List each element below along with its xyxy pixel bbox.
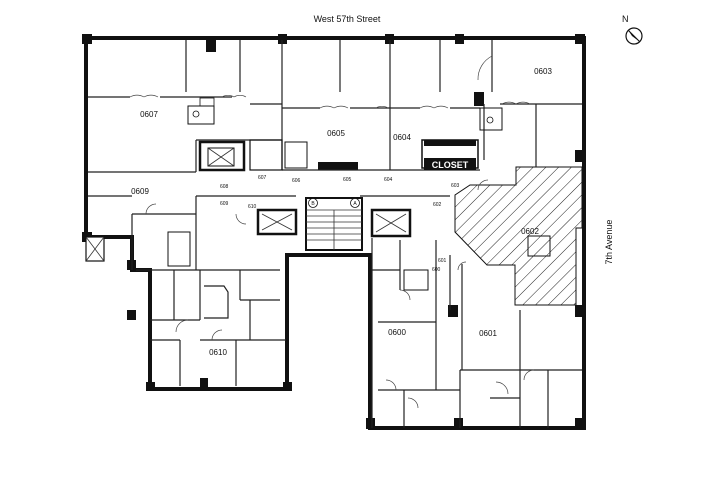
room-label-0601: 0601	[479, 329, 497, 338]
door-label-609: 609	[220, 201, 229, 207]
svg-text:N: N	[622, 14, 629, 24]
shaft-box	[85, 236, 105, 262]
interior-walls-southwest	[131, 214, 286, 386]
closet-label: CLOSET	[432, 160, 469, 170]
room-label-0603: 0603	[534, 67, 552, 76]
elevator-b-label: B	[311, 201, 315, 207]
door-label-600: 600	[432, 267, 441, 273]
corridor: B A	[88, 195, 450, 270]
door-labels: 608 607 606 605 604 603 602 609 610 601 …	[220, 175, 460, 273]
door-label-606: 606	[292, 178, 301, 184]
door-label-605: 605	[343, 177, 352, 183]
room-label-0605: 0605	[327, 129, 345, 138]
room-label-0600: 0600	[388, 328, 406, 337]
service-core	[187, 97, 503, 172]
street-label-east: 7th Avenue	[604, 220, 614, 265]
street-label-north: West 57th Street	[314, 14, 381, 24]
room-label-0610: 0610	[209, 348, 227, 357]
room-label-0609: 0609	[131, 187, 149, 196]
door-label-604: 604	[384, 177, 393, 183]
room-labels: 0607 0605 0604 0603 0609 0602 0610 0600 …	[131, 67, 552, 357]
door-label-603: 603	[451, 183, 460, 189]
door-label-610: 610	[248, 204, 257, 210]
room-label-0604: 0604	[393, 133, 411, 142]
hatched-area-0602	[454, 166, 583, 306]
room-label-0602: 0602	[521, 227, 539, 236]
interior-walls-southeast	[371, 235, 582, 428]
door-swings	[129, 55, 535, 409]
interior-walls-north	[88, 40, 582, 173]
closet: CLOSET	[421, 139, 479, 170]
door-label-607: 607	[258, 175, 267, 181]
compass-icon: N	[622, 14, 643, 45]
room-label-0607: 0607	[140, 110, 158, 119]
door-label-602: 602	[433, 202, 442, 208]
door-label-601: 601	[438, 258, 447, 264]
elevator-a-label: A	[353, 201, 357, 207]
door-label-608: 608	[220, 184, 229, 190]
